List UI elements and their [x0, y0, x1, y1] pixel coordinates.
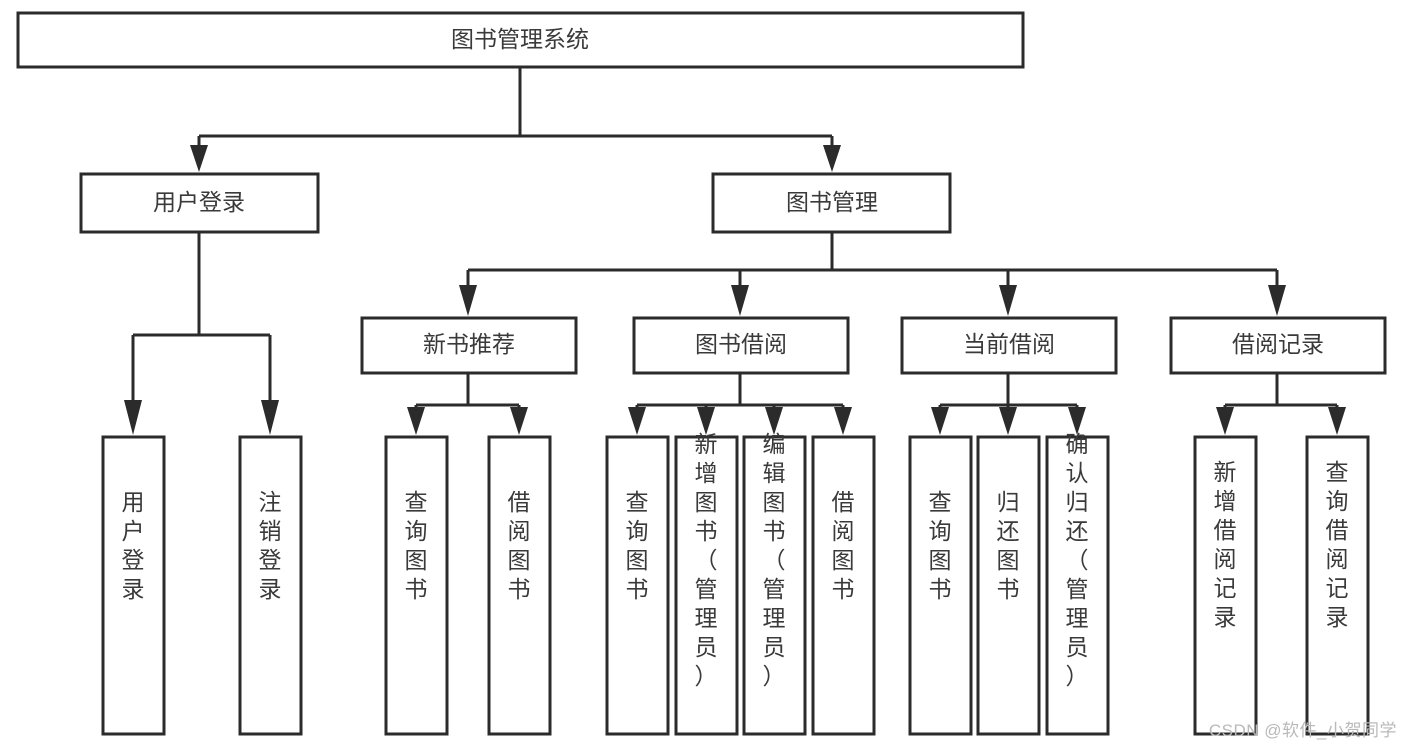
arrow-head-return-book [999, 407, 1017, 435]
node-book-management-box[interactable] [711, 172, 952, 234]
leaf-add-book[interactable]: 新增图书（管理员） [674, 431, 739, 736]
leaf-borrow-book-2[interactable]: 借阅图书 [811, 435, 876, 736]
leaf-confirm-return-label: 确认归还（管理员） [1066, 431, 1089, 689]
leaf-edit-book-box[interactable] [742, 435, 807, 736]
node-current-borrow-box[interactable] [900, 316, 1118, 375]
leaf-borrow-book-1-box[interactable] [487, 435, 552, 736]
arrow-head-book-borrow [731, 285, 749, 316]
arrow-head-edit-book [765, 407, 783, 435]
node-borrow-record[interactable]: 借阅记录 [1169, 316, 1387, 375]
arrow-head-current-borrow [999, 285, 1017, 316]
leaf-add-borrow-record-label: 新增借阅记录 [1214, 459, 1237, 630]
arrow-head-add-book [697, 407, 715, 435]
leaf-query-book-2-box[interactable] [605, 435, 670, 736]
leaf-add-borrow-record[interactable]: 新增借阅记录 [1193, 435, 1258, 736]
leaf-query-book-2-label: 查询图书 [626, 489, 649, 602]
leaf-logout-label: 注销登录 [259, 489, 282, 602]
node-borrow-record-label: 借阅记录 [1232, 331, 1324, 357]
leaf-borrow-book-2-box[interactable] [811, 435, 876, 736]
leaf-query-book-1-label: 查询图书 [405, 489, 428, 602]
arrow-head-new-book-recommend [459, 285, 477, 316]
node-current-borrow-label: 当前借阅 [963, 331, 1055, 357]
node-borrow-record-box[interactable] [1169, 316, 1387, 375]
leaf-borrow-book-2-label: 借阅图书 [832, 489, 855, 602]
node-book-borrow-label: 图书借阅 [695, 331, 787, 357]
leaf-confirm-return[interactable]: 确认归还（管理员） [1045, 431, 1110, 736]
node-user-login[interactable]: 用户登录 [79, 172, 320, 234]
leaf-query-book-3-box[interactable] [908, 435, 973, 736]
leaf-return-book-box[interactable] [976, 435, 1041, 736]
leaf-logout-box[interactable] [238, 435, 303, 736]
leaf-query-book-2[interactable]: 查询图书 [605, 435, 670, 736]
leaf-borrow-book-1[interactable]: 借阅图书 [487, 435, 552, 736]
node-book-borrow[interactable]: 图书借阅 [632, 316, 850, 375]
node-root-label: 图书管理系统 [451, 26, 589, 52]
leaf-return-book[interactable]: 归还图书 [976, 435, 1041, 736]
leaf-user-login-box[interactable] [101, 435, 166, 736]
node-new-book-recommend-label: 新书推荐 [423, 331, 515, 357]
arrow-head-add-borrow-record [1216, 407, 1234, 435]
leaf-query-borrow-record-box[interactable] [1305, 435, 1370, 736]
arrow-head-confirm-return [1068, 407, 1086, 435]
node-new-book-recommend[interactable]: 新书推荐 [360, 316, 578, 375]
node-user-login-box[interactable] [79, 172, 320, 234]
node-book-management[interactable]: 图书管理 [711, 172, 952, 234]
node-book-borrow-box[interactable] [632, 316, 850, 375]
node-root[interactable]: 图书管理系统 [16, 11, 1025, 69]
arrow-head-user-login-leaf [124, 400, 142, 435]
arrow-head-user-login [190, 145, 208, 172]
node-user-login-label: 用户登录 [153, 189, 245, 215]
leaf-logout[interactable]: 注销登录 [238, 435, 303, 736]
leaf-user-login[interactable]: 用户登录 [101, 435, 166, 736]
leaf-query-borrow-record[interactable]: 查询借阅记录 [1305, 435, 1370, 736]
arrow-head-borrow-book-2 [834, 407, 852, 435]
leaf-query-book-3[interactable]: 查询图书 [908, 435, 973, 736]
arrow-head-logout-leaf [261, 400, 279, 435]
leaf-add-book-label: 新增图书（管理员） [695, 431, 718, 689]
leaf-add-book-box[interactable] [674, 435, 739, 736]
leaf-return-book-label: 归还图书 [997, 489, 1020, 602]
leaf-add-borrow-record-box[interactable] [1193, 435, 1258, 736]
arrow-head-borrow-book-1 [510, 407, 528, 435]
leaf-query-book-1-box[interactable] [384, 435, 449, 736]
leaf-edit-book-label: 编辑图书（管理员） [763, 431, 786, 689]
connector-layer [124, 67, 1346, 435]
arrow-head-borrow-record [1268, 285, 1286, 316]
arrow-head-query-book-1 [407, 407, 425, 435]
arrow-head-book-management [823, 145, 841, 172]
leaf-confirm-return-box[interactable] [1045, 435, 1110, 736]
node-book-management-label: 图书管理 [786, 189, 878, 215]
node-new-book-recommend-box[interactable] [360, 316, 578, 375]
arrow-head-query-book-2 [628, 407, 646, 435]
arrow-head-query-borrow-record [1328, 407, 1346, 435]
node-current-borrow[interactable]: 当前借阅 [900, 316, 1118, 375]
leaf-query-book-1[interactable]: 查询图书 [384, 435, 449, 736]
node-root-box[interactable] [16, 11, 1025, 69]
leaf-user-login-label: 用户登录 [122, 489, 145, 602]
leaf-query-borrow-record-label: 查询借阅记录 [1326, 459, 1349, 630]
leaf-edit-book[interactable]: 编辑图书（管理员） [742, 431, 807, 736]
arrow-head-query-book-3 [931, 407, 949, 435]
leaf-borrow-book-1-label: 借阅图书 [508, 489, 531, 602]
leaf-query-book-3-label: 查询图书 [929, 489, 952, 602]
